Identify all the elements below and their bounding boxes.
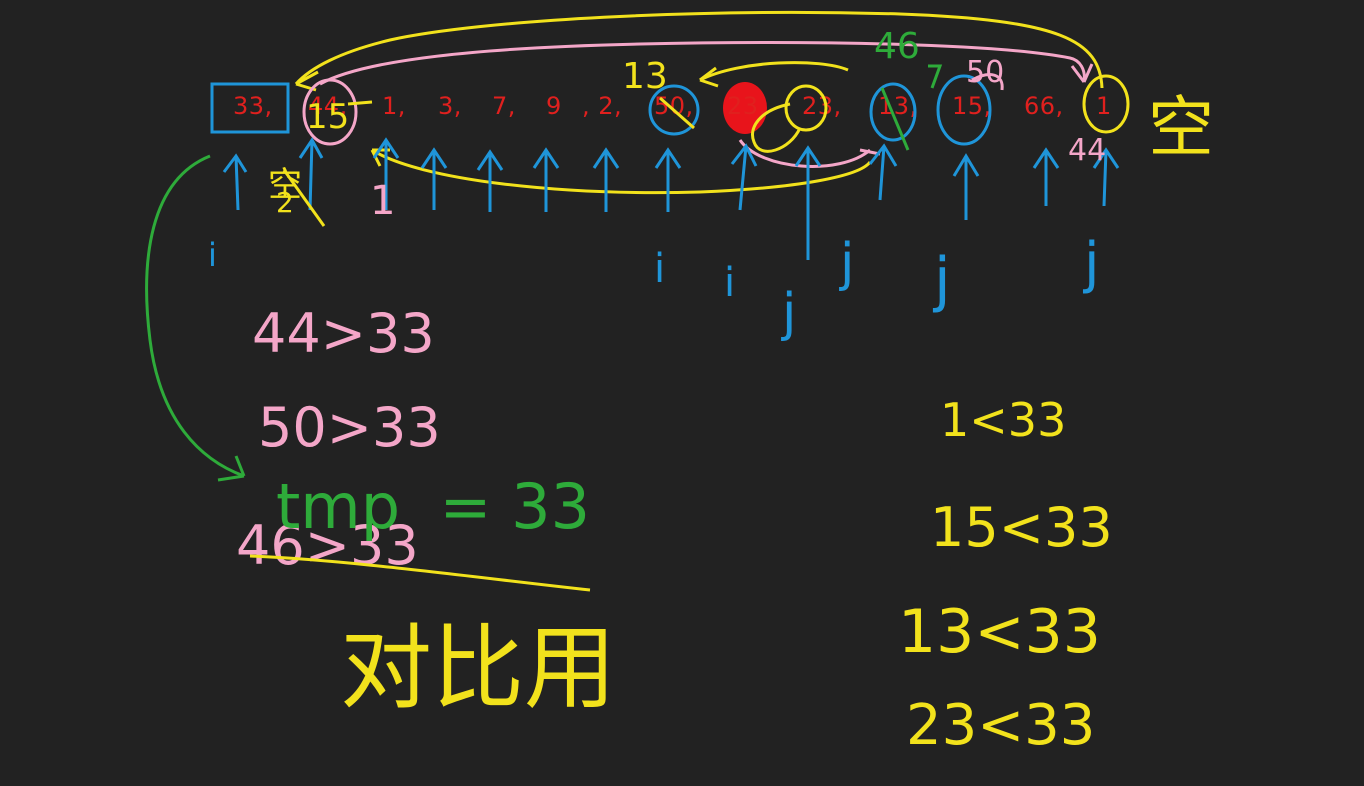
tmp-assignment: tmp = 33 [276,470,590,543]
label-2-left: 2 [276,186,294,219]
array-item-44: 44, [308,92,348,120]
label-j-1: j [781,283,796,343]
yellow-slash-left [282,169,326,227]
label-i-2: i [654,246,665,292]
yellow-arc-13 [699,61,849,82]
label-j-2: j [839,233,854,293]
pivot-box [210,82,290,134]
yellow-arc-13-head [699,66,719,88]
compare-left-1: 44>33 [252,302,435,365]
label-44-right: 44 [1068,133,1106,168]
compare-right-3: 13<33 [898,597,1101,667]
array-item-3: 3, [438,92,462,120]
green-bracket-46 [928,64,943,89]
array-item-9: 9 [546,92,562,120]
array-item-50: 50, [654,92,694,120]
pink-circle-44 [302,78,358,146]
yellow-circle-23 [784,84,828,132]
tmp-underline [249,554,591,592]
compare-right-1: 1<33 [940,393,1066,447]
note-chinese: 对比用 [340,615,616,722]
blue-arrows [222,137,1120,260]
green-arc-head [217,455,246,482]
pink-top-arc-head [1070,63,1094,83]
blue-circle-15 [936,74,992,146]
label-1-left: 1 [370,178,395,224]
array-item-7: 7, [492,92,516,120]
label-i-3: i [724,260,735,306]
compare-right-2: 15<33 [930,496,1113,559]
array-item-1b: 1 [1096,92,1112,120]
array-item-2: , 2, [582,92,622,120]
array-item-23a: 23, [727,92,767,120]
yellow-loop-23 [751,102,802,153]
label-empty-right: 空 [1148,89,1214,166]
blue-circle-50 [648,84,700,136]
green-arc-to-tmp [145,154,245,478]
label-j-4: j [1082,231,1100,296]
array-item-15: 15, [952,92,992,120]
compare-right-4: 23<33 [906,693,1095,758]
yellow-dash-44 [347,100,373,106]
label-i-left: i [208,236,217,274]
pink-top-arc [319,41,1086,86]
yellow-slash-50 [659,96,695,130]
yellow-circle-1 [1082,74,1130,134]
overwrite-15: 15 [306,97,349,137]
label-13-top: 13 [622,56,668,97]
array-item-66: 66, [1024,92,1064,120]
compare-left-2: 50>33 [258,396,441,459]
label-50-top: 50 [966,55,1004,90]
array-item-33: 33, [233,92,273,120]
array-item-1a: 1, [382,92,406,120]
blue-circle-13 [869,82,917,142]
pink-arc-50 [971,73,1004,91]
label-46-top: 46 [874,26,920,67]
yellow-bottom-arc [371,148,872,195]
label-j-3: j [932,245,951,315]
green-slash-13 [880,87,910,151]
yellow-top-arc [294,10,1104,89]
